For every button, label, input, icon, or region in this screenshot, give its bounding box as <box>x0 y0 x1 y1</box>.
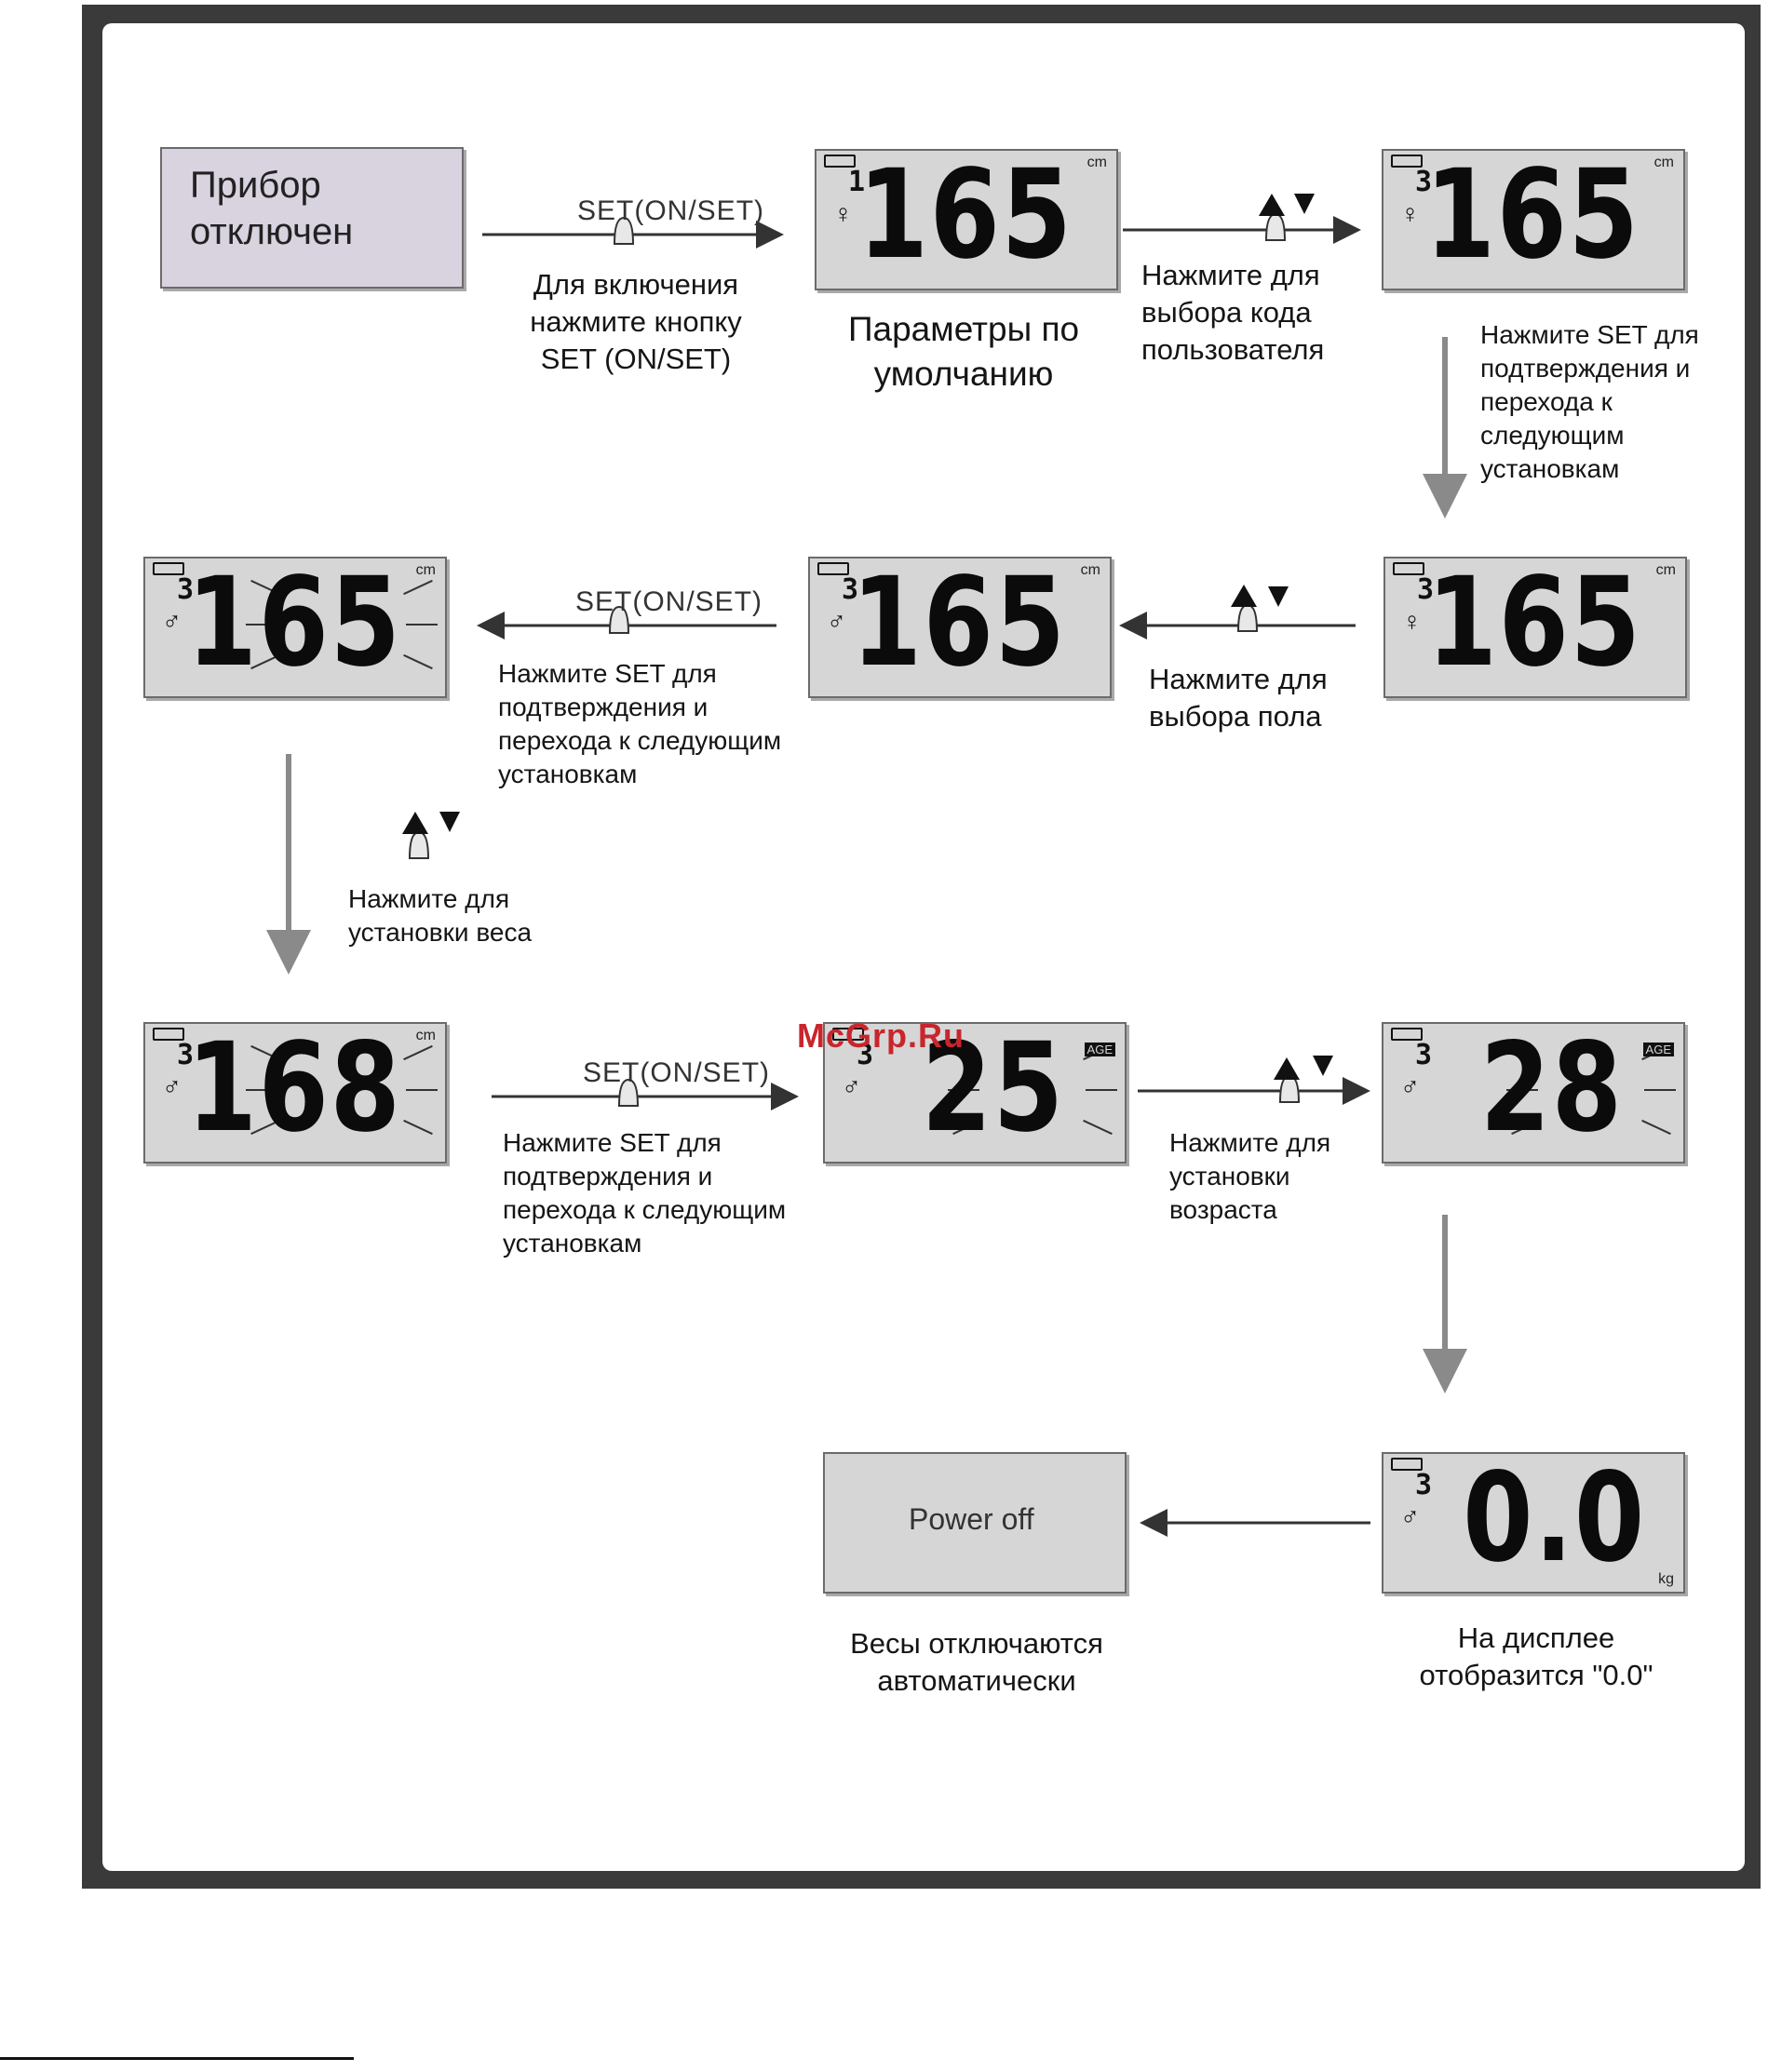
memory-icon <box>1391 1458 1423 1471</box>
blink-rays-left <box>242 1024 285 1162</box>
user-code: 3 <box>842 573 859 606</box>
age-badge: AGE <box>1084 1043 1115 1056</box>
set-button-label: SET(ON/SET) <box>575 586 763 617</box>
power-off-label: Power off <box>909 1502 1034 1536</box>
caption-confirm-1: Нажмите SET для подтверждения и перехода… <box>1480 320 1699 483</box>
lcd-age-set: 3 ♂ 28 AGE <box>1382 1018 1685 1164</box>
person-icon: ♂ <box>162 607 182 636</box>
caption-turn-on: Для включения нажмите кнопку SET (ON/SET… <box>530 268 742 375</box>
power-off-box: Power off <box>823 1452 1127 1594</box>
up-down-icon <box>402 194 1333 1080</box>
blink-rays-right <box>1639 1024 1681 1162</box>
caption-confirm-3: Нажмите SET для подтверждения и перехода… <box>503 1128 787 1258</box>
blink-rays-right <box>400 1024 443 1162</box>
device-off-label: Прибор отключен <box>190 165 354 252</box>
caption-defaults: Параметры по умолчанию <box>847 310 1080 393</box>
lcd-weight-zero: 3 ♂ 0.0 kg <box>1382 1448 1685 1594</box>
caption-display-zero: На дисплее отобразится "0.0" <box>1419 1621 1653 1691</box>
lcd-value: 0.0 <box>1463 1446 1646 1590</box>
memory-icon <box>153 1028 184 1041</box>
memory-icon <box>824 155 856 168</box>
lcd-height-set: 3 ♂ 168 cm <box>143 1018 447 1164</box>
lcd-unit: cm <box>415 1028 436 1043</box>
lcd-value: 165 <box>187 551 402 694</box>
lcd-default: 1 ♀ 165 cm <box>815 145 1118 290</box>
age-badge: AGE <box>1642 1043 1674 1056</box>
set-button-label: SET(ON/SET) <box>583 1057 771 1088</box>
lcd-unit: cm <box>1653 155 1674 170</box>
blink-rays-right <box>400 558 443 696</box>
lcd-value: 25 <box>922 1016 1065 1160</box>
lcd-height-blink: 3 ♂ 165 cm <box>143 553 447 698</box>
caption-auto-off: Весы отключаются автоматически <box>850 1627 1103 1697</box>
blink-rays-right <box>1080 1024 1123 1162</box>
lcd-gender-male: 3 ♂ 165 cm <box>808 553 1112 698</box>
caption-select-gender: Нажмите для выбора пола <box>1149 663 1328 733</box>
user-code: 3 <box>1415 166 1433 198</box>
memory-icon <box>153 562 184 575</box>
lcd-unit: kg <box>1658 1571 1674 1587</box>
lcd-unit: cm <box>1655 562 1676 578</box>
person-icon: ♂ <box>1400 1502 1420 1531</box>
user-code: 3 <box>857 1039 874 1071</box>
person-icon: ♀ <box>1402 607 1422 636</box>
caption-set-height: Нажмите для установки веса <box>348 884 533 947</box>
user-code: 3 <box>177 1039 195 1071</box>
lcd-value: 165 <box>1427 551 1642 694</box>
set-button-label: SET(ON/SET) <box>577 195 765 226</box>
lcd-age-default: 3 ♂ 25 AGE <box>823 1018 1127 1164</box>
memory-icon <box>1393 562 1424 575</box>
device-off-box: Прибор отключен <box>160 147 464 289</box>
lcd-unit: cm <box>1086 155 1107 170</box>
watermark: McGrp.Ru <box>797 1016 965 1055</box>
user-code: 3 <box>1415 1039 1433 1071</box>
memory-icon <box>1391 155 1423 168</box>
lcd-unit: cm <box>1080 562 1100 578</box>
memory-icon <box>832 1028 864 1041</box>
lcd-value: 165 <box>852 551 1067 694</box>
lcd-value: 168 <box>187 1016 402 1160</box>
lcd-user-select: 3 ♀ 165 cm <box>1382 145 1685 290</box>
person-icon: ♂ <box>162 1072 182 1101</box>
user-code: 1 <box>848 166 866 198</box>
lcd-unit: cm <box>415 562 436 578</box>
user-code: 3 <box>177 573 195 606</box>
caption-set-age: Нажмите для установки возраста <box>1169 1128 1331 1224</box>
footnote-rule <box>0 2057 354 2060</box>
blink-rays-left <box>1503 1024 1545 1162</box>
person-icon: ♀ <box>833 199 853 228</box>
lcd-gender-female: 3 ♀ 165 cm <box>1383 553 1687 698</box>
blink-rays-left <box>944 1024 987 1162</box>
person-icon: ♂ <box>842 1072 861 1101</box>
person-icon: ♀ <box>1400 199 1420 228</box>
lcd-value: 165 <box>1425 143 1640 287</box>
person-icon: ♂ <box>827 607 846 636</box>
blink-rays-left <box>242 558 285 696</box>
user-code: 3 <box>1415 1469 1433 1501</box>
user-code: 3 <box>1417 573 1435 606</box>
caption-select-user: Нажмите для выбора кода пользователя <box>1141 259 1325 366</box>
lcd-value: 165 <box>858 143 1073 287</box>
person-icon: ♂ <box>1400 1072 1420 1101</box>
memory-icon <box>1391 1028 1423 1041</box>
caption-confirm-2: Нажмите SET для подтверждения и перехода… <box>498 659 782 788</box>
memory-icon <box>817 562 849 575</box>
lcd-value: 28 <box>1480 1016 1624 1160</box>
